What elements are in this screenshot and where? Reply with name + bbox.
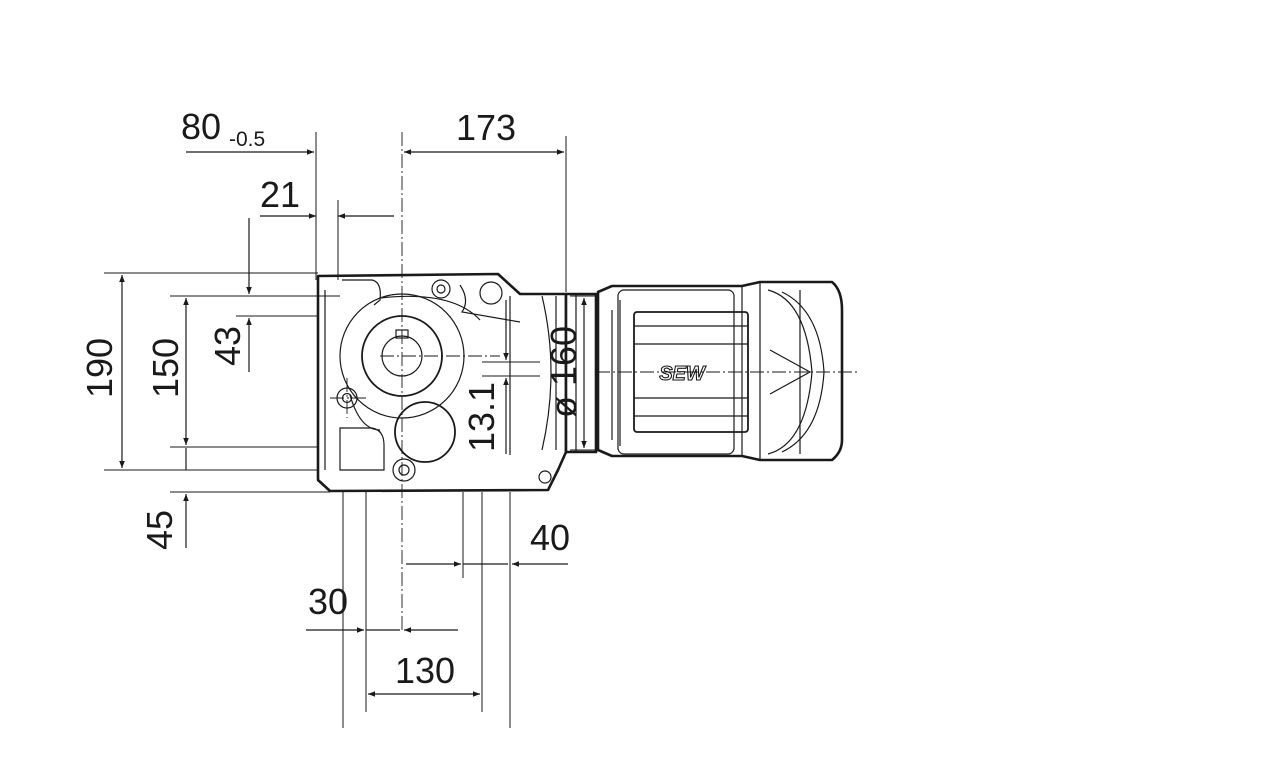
center-lines: [330, 132, 858, 630]
dimension-labels: 80 -0.5 173 21 43 190 150 45 13.1 ø 160 …: [79, 106, 584, 691]
dim-40: 40: [530, 517, 570, 558]
dim-21: 21: [260, 174, 300, 215]
dim-190: 190: [79, 338, 120, 398]
input-gear-boss: [339, 401, 456, 471]
dim-13-1: 13.1: [461, 382, 502, 452]
dim-43: 43: [207, 326, 248, 366]
dim-30: 30: [308, 581, 348, 622]
dim-diameter-160: ø 160: [543, 326, 584, 418]
extension-lines: [104, 132, 598, 728]
motor-adapter-flange: [564, 292, 598, 454]
dim-173: 173: [456, 107, 516, 148]
dimension-lines: [119, 149, 587, 697]
dim-130: 130: [395, 650, 455, 691]
dim-80: 80: [181, 106, 221, 147]
dim-45: 45: [139, 510, 180, 550]
gear-housing: [316, 272, 568, 493]
motor-brand-label: SEW: [659, 363, 707, 385]
motor-body: [596, 280, 844, 462]
dim-150: 150: [145, 338, 186, 398]
sew-logo: SEW: [659, 362, 708, 385]
dim-80-tolerance: -0.5: [229, 128, 265, 151]
